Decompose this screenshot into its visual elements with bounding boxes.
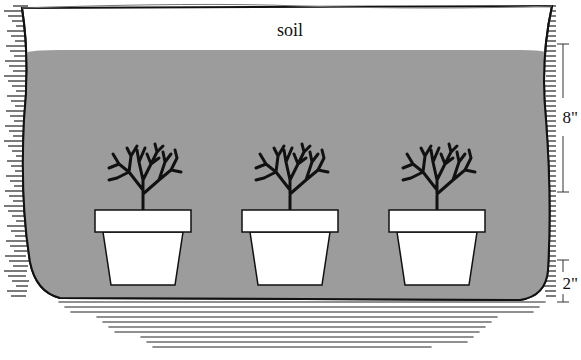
backfill-soil [23,50,550,300]
potted-plants [95,144,485,285]
dimension-label: 8" [563,109,578,126]
dimension-label: 2" [563,275,578,292]
dimension-lines [557,44,569,302]
soil-label: soil [277,21,303,39]
hole [22,6,552,300]
